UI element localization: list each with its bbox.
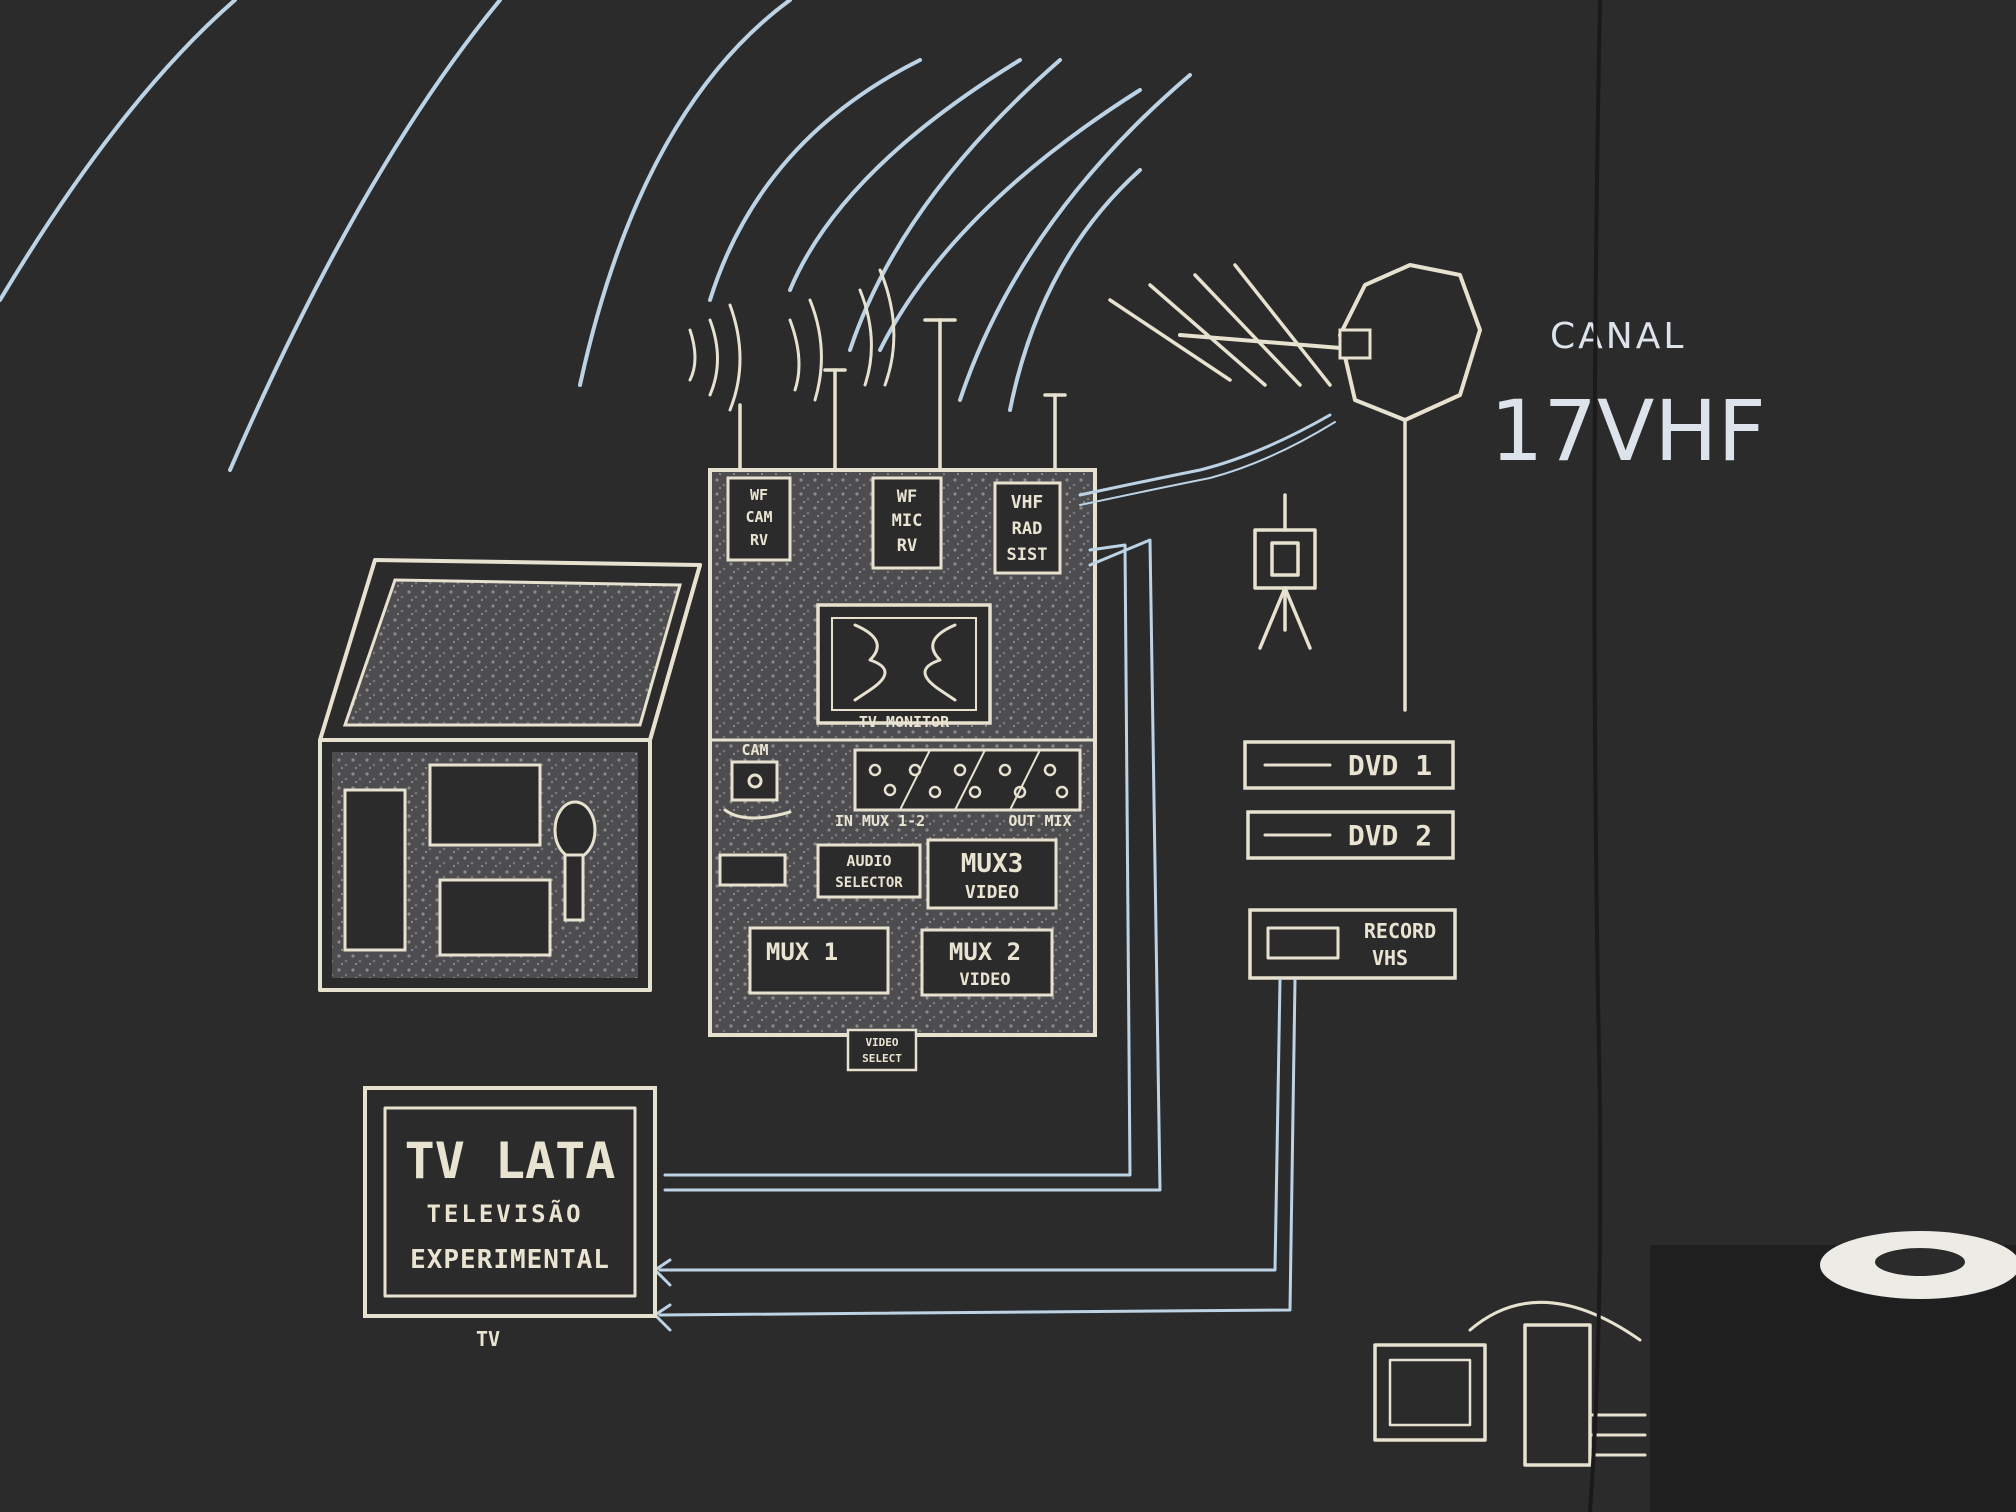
vhf-line1: VHF bbox=[1011, 492, 1044, 513]
wall-seam bbox=[1588, 0, 1603, 1512]
mux2-line1: MUX 2 bbox=[949, 938, 1021, 966]
video-select-line1: VIDEO bbox=[865, 1036, 898, 1049]
audio-line1: AUDIO bbox=[846, 852, 891, 870]
record-line2: VHS bbox=[1372, 946, 1408, 970]
wf-cam-line1: WF bbox=[750, 486, 768, 504]
canal-label: CANAL 17VHF bbox=[1490, 316, 1766, 480]
video-select-line2: SELECT bbox=[862, 1052, 902, 1065]
wf-mic-line1: WF bbox=[897, 487, 917, 507]
tv-line2: EXPERIMENTAL bbox=[410, 1245, 610, 1275]
mux3-line1: MUX3 bbox=[961, 849, 1024, 879]
receiver-vhf-radio: VHF RAD SIST bbox=[993, 481, 1062, 575]
control-console: WF CAM RV WF MIC RV VHF RAD SIST TV MONI… bbox=[708, 468, 1097, 1072]
antenna-waves bbox=[688, 268, 896, 412]
in-mux-label: IN MUX 1-2 bbox=[835, 812, 925, 830]
wf-cam-line3: RV bbox=[750, 531, 768, 549]
cam-label: CAM bbox=[741, 741, 768, 759]
tv-monitor-label: TV MONITOR bbox=[859, 713, 950, 731]
dvd2-player: DVD 2 bbox=[1246, 810, 1455, 860]
studio-box bbox=[318, 558, 702, 992]
mux2-line2: VIDEO bbox=[959, 970, 1010, 990]
receiver-wf-mic: WF MIC RV bbox=[871, 476, 943, 570]
receiver-wf-cam: WF CAM RV bbox=[726, 476, 792, 562]
dvd1-player: DVD 1 bbox=[1243, 740, 1455, 790]
tv-brand: TV LATA bbox=[405, 1132, 616, 1190]
switcher-buttons: IN MUX 1-2 OUT MIX bbox=[835, 748, 1082, 830]
record-line1: RECORD bbox=[1364, 919, 1436, 943]
mux1: MUX 1 bbox=[748, 926, 890, 995]
broadcast-waves bbox=[0, 0, 1192, 472]
tv-monitor: TV MONITOR bbox=[816, 603, 992, 731]
wf-mic-line3: RV bbox=[897, 536, 917, 556]
tv-caption: TV bbox=[476, 1327, 500, 1351]
vhf-antenna bbox=[1078, 263, 1482, 712]
tv-line1: TELEVISÃO bbox=[426, 1199, 583, 1228]
channel-text: 17VHF bbox=[1490, 382, 1766, 480]
bottom-right-sketch bbox=[1373, 1231, 2016, 1512]
mux1-label: MUX 1 bbox=[766, 938, 838, 966]
dvd2-label: DVD 2 bbox=[1348, 819, 1432, 852]
tripod-camera-icon bbox=[1253, 493, 1317, 650]
tv-lata-set: TV LATA TELEVISÃO EXPERIMENTAL TV bbox=[363, 1086, 657, 1351]
out-mix-label: OUT MIX bbox=[1008, 812, 1071, 830]
audio-line2: SELECTOR bbox=[835, 875, 903, 891]
wf-mic-line2: MIC bbox=[892, 511, 923, 531]
dvd1-label: DVD 1 bbox=[1348, 749, 1432, 782]
video-select: VIDEO SELECT bbox=[846, 1028, 918, 1072]
canal-text: CANAL bbox=[1550, 316, 1686, 357]
mux3-video: MUX3 VIDEO bbox=[926, 838, 1058, 910]
mux2-video: MUX 2 VIDEO bbox=[920, 928, 1054, 997]
vhf-line3: SIST bbox=[1007, 545, 1048, 565]
camera-control: CAM bbox=[718, 741, 792, 887]
audio-selector: AUDIO SELECTOR bbox=[816, 843, 922, 899]
vhs-recorder: RECORD VHS bbox=[1248, 908, 1457, 980]
mux3-line2: VIDEO bbox=[965, 882, 1019, 903]
vhf-line2: RAD bbox=[1012, 519, 1043, 539]
wf-cam-line2: CAM bbox=[745, 508, 772, 526]
